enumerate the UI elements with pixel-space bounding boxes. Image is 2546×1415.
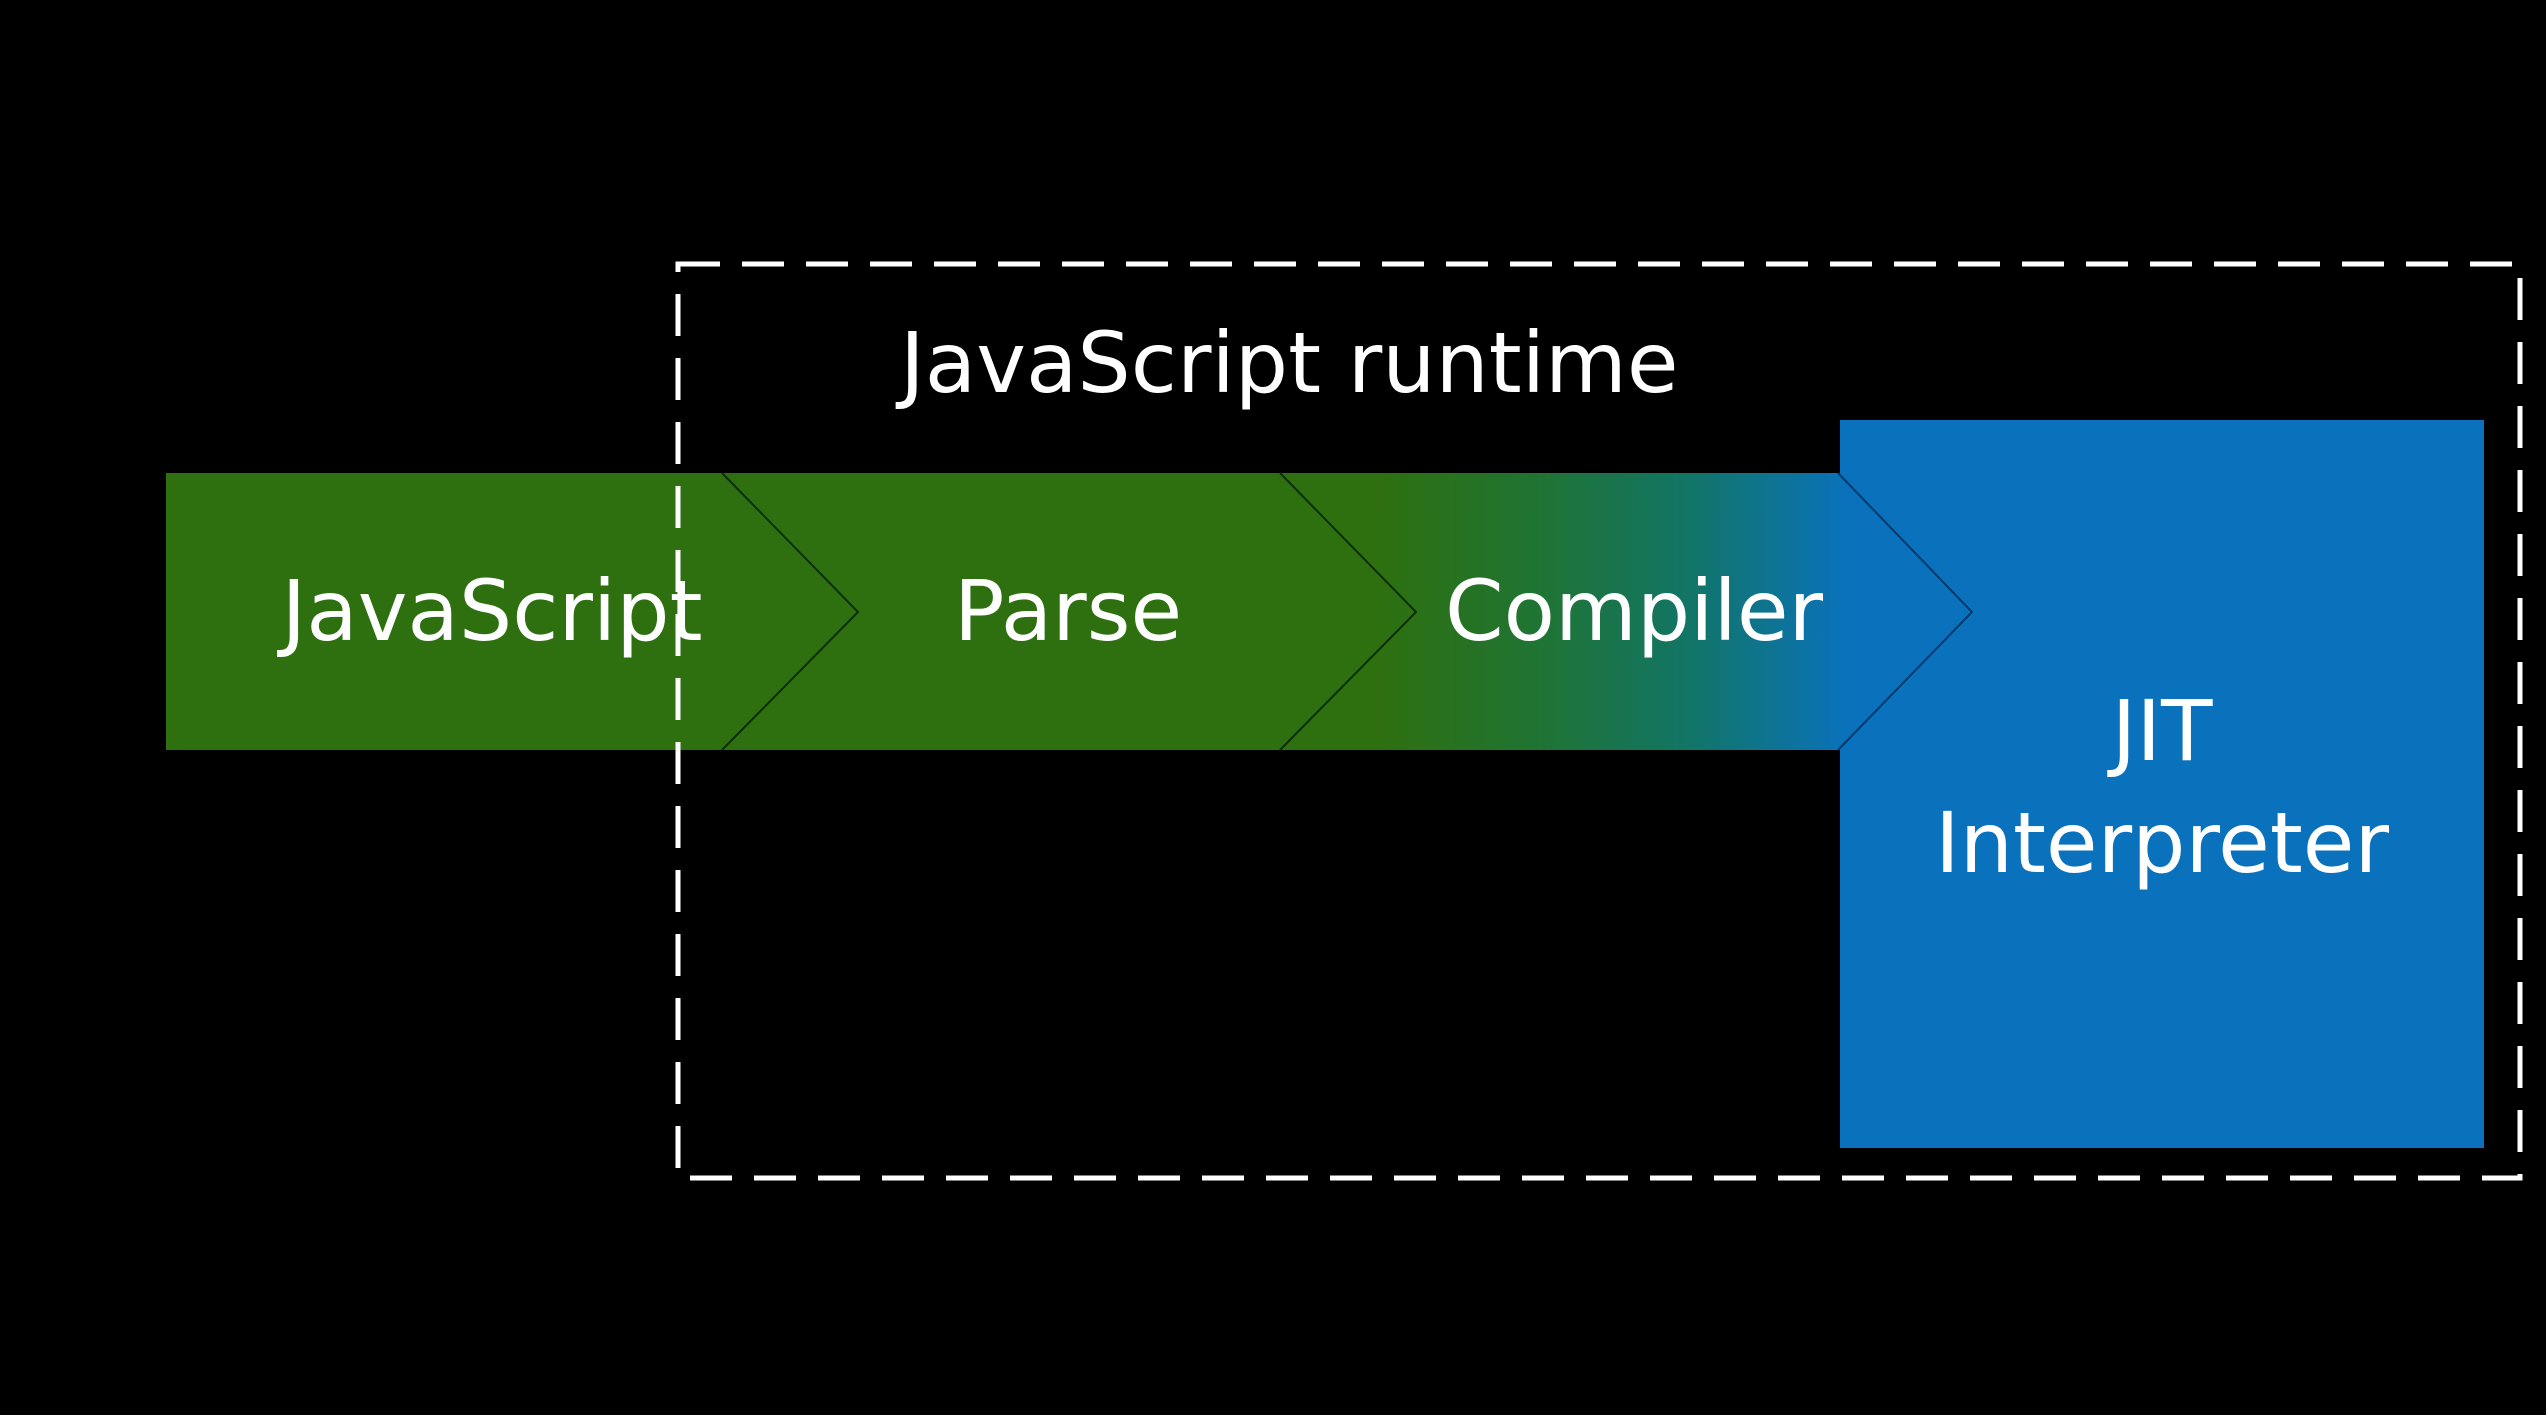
jit-interpreter-line-1: JIT (2107, 682, 2214, 780)
pipeline-arrow (166, 473, 1972, 750)
chevron-divider-1 (721, 472, 860, 751)
runtime-boundary (675, 261, 2523, 1181)
step-parse: Parse (954, 562, 1182, 660)
step-javascript: JavaScript (276, 562, 702, 660)
chevron-divider-2 (1279, 472, 1418, 751)
jit-interpreter-line-2: Interpreter (1935, 794, 2389, 892)
jit-interpreter-box (1840, 420, 2484, 1148)
chevron-divider-3 (1837, 472, 1974, 751)
step-compiler: Compiler (1445, 562, 1824, 660)
runtime-label: JavaScript runtime (895, 314, 1679, 412)
